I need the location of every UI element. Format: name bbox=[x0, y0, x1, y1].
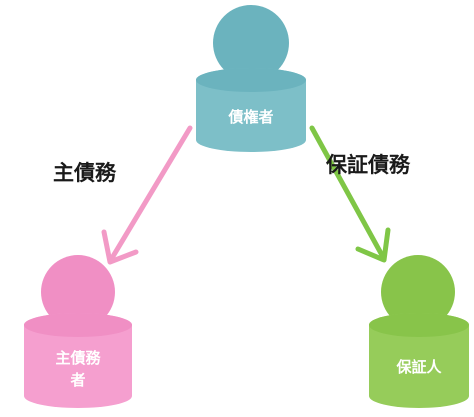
guarantor-body-top bbox=[369, 313, 469, 337]
principal-debt-line bbox=[109, 125, 193, 261]
creditor-body-top bbox=[196, 68, 306, 92]
creditor-node: 債権者 bbox=[196, 5, 306, 152]
principal-debtor-node: 主債務 者 bbox=[24, 255, 132, 408]
principal-debtor-label-line1: 主債務 bbox=[55, 349, 101, 367]
principal-debtor-label-line2: 者 bbox=[70, 371, 85, 389]
creditor-head bbox=[213, 5, 289, 81]
guarantee-debt-arrow bbox=[309, 125, 391, 263]
principal-debtor-head bbox=[41, 255, 115, 329]
principal-debtor-body bbox=[24, 313, 132, 408]
guarantor-label: 保証人 bbox=[395, 358, 442, 376]
guarantee-debt-arrowhead bbox=[355, 227, 391, 263]
creditor-label: 債権者 bbox=[227, 108, 273, 126]
guarantor-node: 保証人 bbox=[369, 255, 469, 408]
guarantee-debt-line bbox=[309, 125, 386, 260]
guarantor-head bbox=[381, 255, 455, 329]
principal-debt-label: 主債務 bbox=[53, 161, 117, 185]
guarantor-body bbox=[369, 313, 469, 408]
principal-debt-arrow bbox=[101, 125, 193, 265]
principal-debt-arrowhead bbox=[101, 229, 139, 265]
guarantee-debt-label: 保証債務 bbox=[325, 153, 411, 177]
principal-debtor-body-top bbox=[24, 313, 132, 337]
